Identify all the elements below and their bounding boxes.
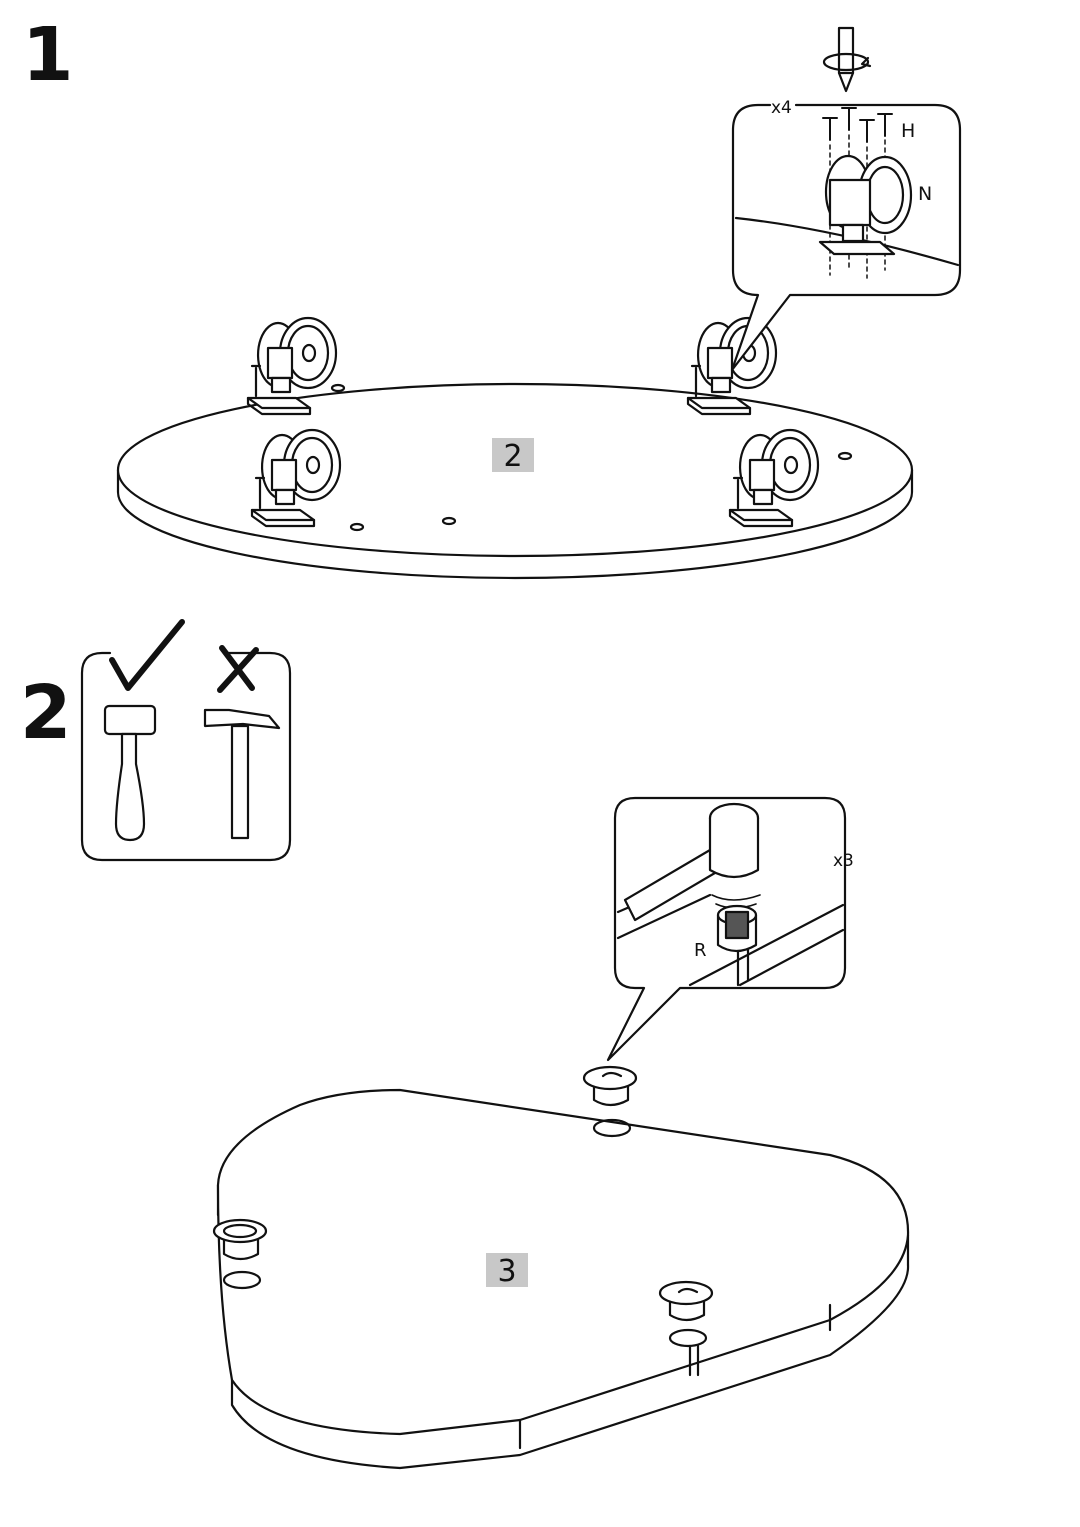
part-tag-box (492, 438, 534, 472)
part-tag-box (486, 1253, 528, 1287)
claw-hammer-icon (203, 708, 281, 840)
cam-lock-fitting (582, 1065, 638, 1107)
screwdriver-icon (822, 26, 872, 93)
step-number: 2 (20, 670, 72, 756)
tool-box (80, 651, 292, 862)
quantity-label: x4 (771, 98, 792, 118)
cross-mark-icon (217, 645, 259, 693)
part-number-tag: 3 (497, 1254, 516, 1289)
part-number-tag: 2 (503, 439, 522, 474)
part-letter-label: N (918, 183, 932, 205)
check-mark-icon (109, 619, 185, 691)
caster-wheel (686, 316, 778, 416)
rubber-mallet-icon (103, 704, 157, 842)
step-number: 1 (22, 12, 74, 98)
cam-lock-fitting (212, 1218, 268, 1261)
part-letter-label: R (694, 940, 707, 961)
part-letter-label: H (901, 120, 915, 142)
cam-lock-fitting (658, 1280, 714, 1322)
quantity-label: x3 (833, 851, 854, 871)
triangular-panel (216, 1088, 910, 1470)
detail-callout (606, 796, 847, 1062)
detail-callout (730, 26, 962, 372)
